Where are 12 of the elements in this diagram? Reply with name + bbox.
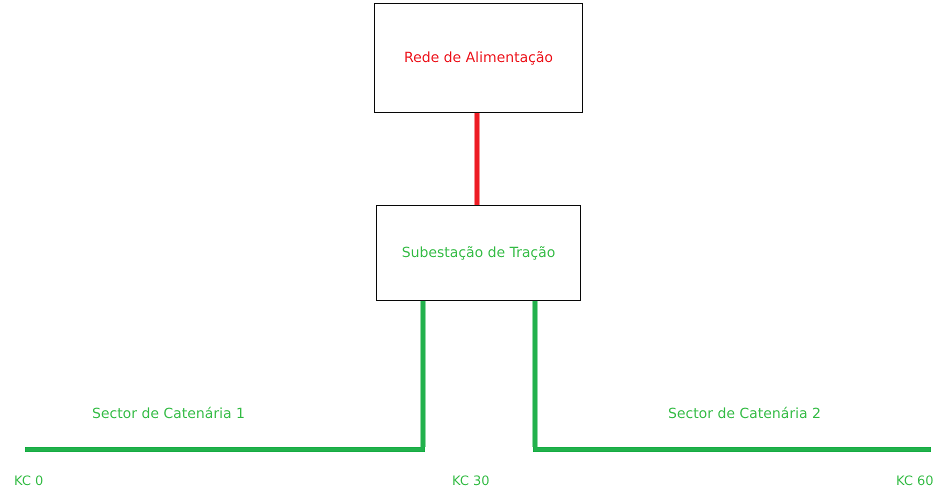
kilometre-marker: KC 60 — [896, 474, 934, 489]
node-label: Rede de Alimentação — [402, 49, 554, 68]
kilometre-marker: KC 0 — [14, 474, 44, 489]
node-label: Subestação de Tração — [400, 244, 556, 263]
connection-line — [532, 301, 538, 447]
system-box — [374, 3, 583, 113]
system-box — [376, 205, 581, 301]
sector-label: Sector de Catenária 1 — [92, 406, 245, 422]
kilometre-marker: KC 30 — [452, 474, 490, 489]
sector-label: Sector de Catenária 2 — [668, 406, 821, 422]
connection-line — [420, 301, 426, 447]
connection-line — [474, 113, 480, 205]
